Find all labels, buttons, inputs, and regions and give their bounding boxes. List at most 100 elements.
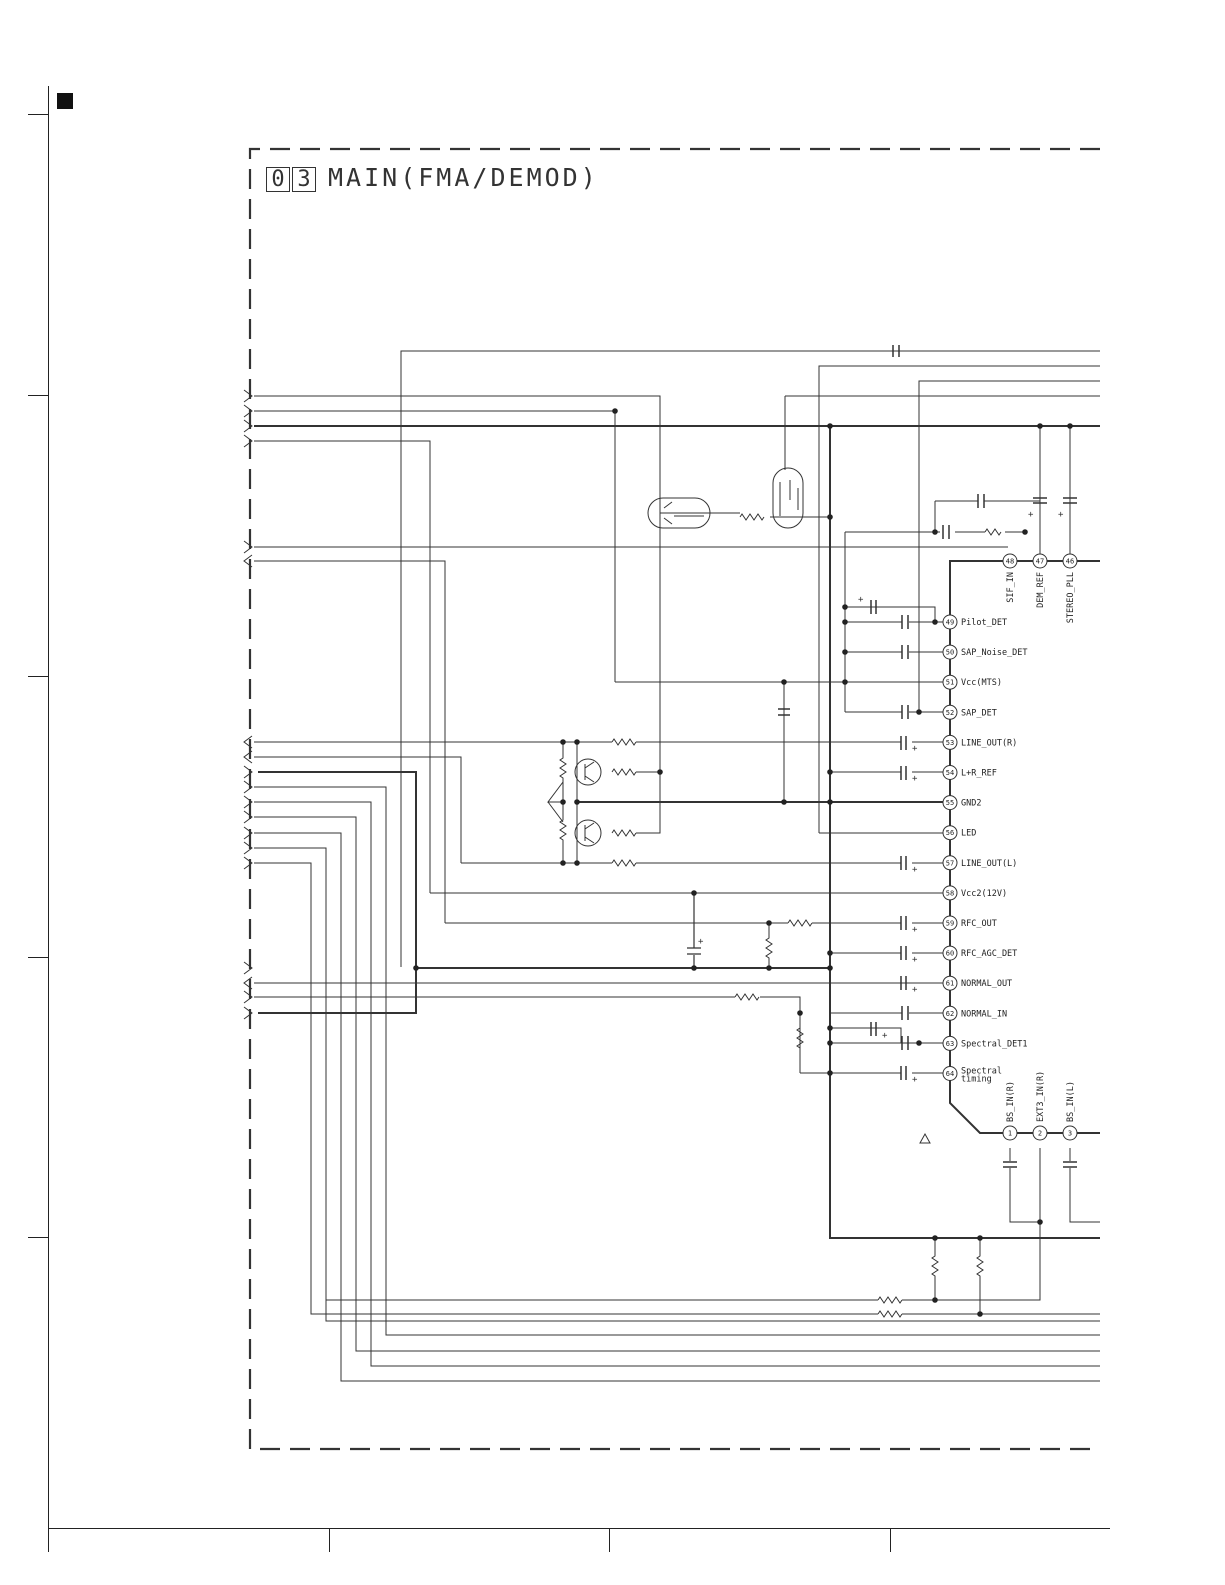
ic-pin-62-label: NORMAL_IN: [961, 1009, 1007, 1019]
ic-pin-49-label: Pilot_DET: [961, 618, 1007, 628]
ic-pin-59-label: RFC_OUT: [961, 919, 997, 929]
transistor-package-1: [647, 497, 711, 529]
ic-pin-50-number: 50: [946, 649, 954, 657]
svg-text:+: +: [912, 925, 918, 935]
ic-pin-56-number: 56: [946, 829, 954, 837]
ic-pin-50: 50 SAP_Noise_DET: [942, 644, 1028, 660]
ic-pin-55-number: 55: [946, 799, 954, 807]
block-number-digit-1: 0: [266, 167, 290, 192]
ic-pin-63-label: Spectral_DET1: [961, 1039, 1028, 1049]
ic-pin-52-number: 52: [946, 709, 954, 717]
ic-pin-62-number: 62: [946, 1010, 954, 1018]
svg-text:+: +: [912, 1075, 918, 1085]
ic-pin-63-number: 63: [946, 1040, 954, 1048]
ic-pin-61-number: 61: [946, 980, 954, 988]
frame-bottom-border: [48, 1528, 1110, 1529]
ic-pin-59: 59 RFC_OUT: [942, 915, 997, 931]
frame-tick-h: [890, 1528, 891, 1552]
ic-pin-59-number: 59: [946, 920, 954, 928]
ic-pin-56: 56 LED: [942, 825, 976, 841]
ic-pin-58-number: 58: [946, 889, 954, 897]
ic-pin-46-number: 46: [1066, 558, 1074, 566]
ic-pin-54: 54 L+R_REF: [942, 765, 997, 780]
frame-tick-g: [609, 1528, 610, 1552]
ic-pin-64-label-line-1: Spectral: [961, 1067, 1002, 1077]
ic-pin-61-label: NORMAL_OUT: [961, 979, 1012, 989]
ic-pin-53: 53 LINE_OUT(R): [942, 734, 1017, 750]
ic-pin-52: 52 SAP_DET: [942, 704, 997, 720]
ic-pin-3-number: 3: [1068, 1130, 1072, 1138]
corner-square-marker: [57, 93, 73, 109]
svg-text:+: +: [912, 865, 918, 875]
gnd-bus-vertical: [829, 426, 1100, 1239]
frame-left-border: [48, 86, 49, 1552]
frame-tick-c: [28, 676, 48, 677]
ic-pin-60-number: 60: [946, 950, 954, 958]
frame-tick-b: [28, 395, 48, 396]
ic-pin-63: 63 Spectral_DET1: [942, 1035, 1028, 1051]
ic-pin-54-label: L+R_REF: [961, 769, 997, 779]
schematic-title: MAIN(FMA/DEMOD): [328, 163, 599, 192]
ic-pin-49-number: 49: [946, 619, 954, 627]
ic-pin-53-label: LINE_OUT(R): [961, 738, 1017, 748]
ic-pin-56-label: LED: [961, 829, 976, 839]
ic-pin-60-label: RFC_AGC_DET: [961, 949, 1017, 959]
ic-pin-57: 57 LINE_OUT(L): [942, 855, 1017, 871]
ic-pin-62: 62 NORMAL_IN: [942, 1005, 1007, 1021]
ic-pin-53-number: 53: [946, 739, 954, 747]
ic-pin-64-label-line-2: timing: [961, 1075, 992, 1085]
svg-text:+: +: [698, 937, 704, 947]
ic-pin-61: 61 NORMAL_OUT: [942, 975, 1012, 991]
frame-tick-a: [28, 114, 48, 115]
transistor-package-2: [772, 467, 804, 529]
svg-text:+: +: [1058, 510, 1064, 520]
transistor-line-out-l: [574, 802, 602, 863]
frame-tick-f: [329, 1528, 330, 1552]
ic-pin-58-label: Vcc2(12V): [961, 889, 1007, 899]
junction-dots: [413, 408, 1073, 1317]
svg-text:+: +: [912, 744, 918, 754]
resistor-symbols: [559, 513, 1002, 1318]
ic-pin-2: 2 EXT3_IN(R): [1032, 1071, 1048, 1141]
frame-tick-d: [28, 957, 48, 958]
ic-pin-46-label: STEREO_PLL: [1066, 572, 1076, 623]
ic-pin-1-label: BS_IN(R): [1006, 1081, 1016, 1122]
ic-body-outline: [949, 560, 1100, 1134]
ic-pin-49: 49 Pilot_DET: [942, 614, 1007, 630]
ic-pins-bottom: 1BS_IN(R) 2 EXT3_IN(R) 3 BS_IN(L): [1002, 1071, 1078, 1141]
ic-pin-50-label: SAP_Noise_DET: [961, 648, 1028, 658]
ic-pin-58: 58 Vcc2(12V): [942, 885, 1007, 901]
ic-pin-54-number: 54: [946, 769, 954, 777]
ic-pin-57-label: LINE_OUT(L): [961, 859, 1017, 869]
svg-text:+: +: [1028, 510, 1034, 520]
ic-pin-3: 3 BS_IN(L): [1062, 1081, 1078, 1141]
ic-pin-51-number: 51: [946, 679, 954, 687]
ic-pin-2-label: EXT3_IN(R): [1036, 1071, 1046, 1122]
ic-pin-1: 1BS_IN(R): [1002, 1081, 1018, 1141]
frame-tick-e: [28, 1237, 48, 1238]
svg-text:+: +: [912, 955, 918, 965]
svg-text:+: +: [912, 774, 918, 784]
ic-pins-left: 49 Pilot_DET 50 SAP_Noise_DET 51 Vcc(MTS) 52 SA…: [942, 614, 1028, 1085]
ic-pin-60: 60 RFC_AGC_DET: [942, 945, 1017, 961]
ic-pin-51-label: Vcc(MTS): [961, 678, 1002, 688]
block-border: [248, 147, 1100, 1451]
ic-pin-47-number: 47: [1036, 558, 1044, 566]
ic-pin-64-number: 64: [946, 1070, 954, 1078]
ic-pin-48-label: SIF_IN: [1006, 572, 1016, 603]
svg-text:+: +: [912, 985, 918, 995]
svg-text:+: +: [858, 595, 864, 605]
ic-pin-47-label: DEM_REF: [1036, 572, 1046, 608]
ic-pin-3-label: BS_IN(L): [1066, 1081, 1076, 1122]
ic-pin-2-number: 2: [1038, 1130, 1042, 1138]
ic-pin-57-number: 57: [946, 859, 954, 867]
ic-pin-52-label: SAP_DET: [961, 708, 997, 718]
